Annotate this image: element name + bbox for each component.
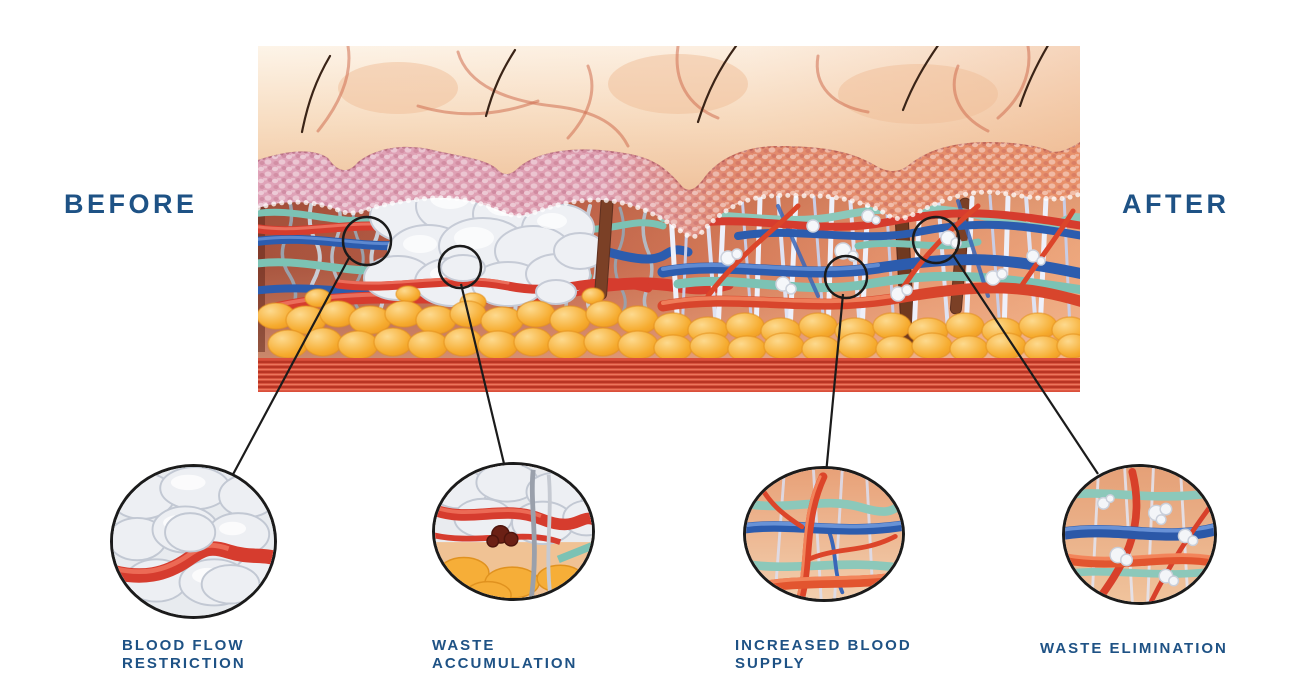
callout-increased-blood-supply xyxy=(743,466,905,602)
caption-line: BLOOD FLOW xyxy=(122,637,245,654)
epidermis-layer xyxy=(258,140,1080,239)
caption-line: SUPPLY xyxy=(735,655,806,672)
hairs xyxy=(300,46,1049,134)
muscle-layer xyxy=(258,358,1080,392)
blood-flow-restriction-zoom-art xyxy=(113,467,274,616)
caption-blood-flow-restriction: BLOOD FLOW RESTRICTION xyxy=(122,637,246,673)
callout-waste-accumulation xyxy=(432,462,595,601)
annotation-circle-blood-flow-restriction xyxy=(341,215,393,267)
caption-line: INCREASED BLOOD xyxy=(735,637,912,654)
caption-line: RESTRICTION xyxy=(122,655,246,672)
caption-waste-accumulation: WASTE ACCUMULATION xyxy=(432,637,577,673)
waste-accumulation-zoom-art xyxy=(435,465,592,598)
increased-blood-supply-zoom-art xyxy=(746,469,902,599)
caption-line: ACCUMULATION xyxy=(432,655,578,672)
callout-blood-flow-restriction xyxy=(110,464,277,619)
skin-surface xyxy=(258,46,1080,190)
caption-line: WASTE ELIMINATION xyxy=(1040,640,1228,657)
after-label: AFTER xyxy=(1122,189,1230,219)
caption-waste-elimination: WASTE ELIMINATION xyxy=(1040,640,1228,658)
skin-cross-section-svg xyxy=(258,46,1080,392)
caption-line: WASTE xyxy=(432,637,496,654)
callout-waste-elimination xyxy=(1062,464,1217,605)
before-label: BEFORE xyxy=(64,189,198,219)
annotation-circle-waste-elimination xyxy=(911,215,961,265)
annotation-circle-increased-blood-supply xyxy=(823,254,869,300)
caption-increased-blood-supply: INCREASED BLOOD SUPPLY xyxy=(735,637,912,673)
waste-elimination-zoom-art xyxy=(1065,467,1214,602)
skin-cross-section-illustration xyxy=(258,46,1080,392)
